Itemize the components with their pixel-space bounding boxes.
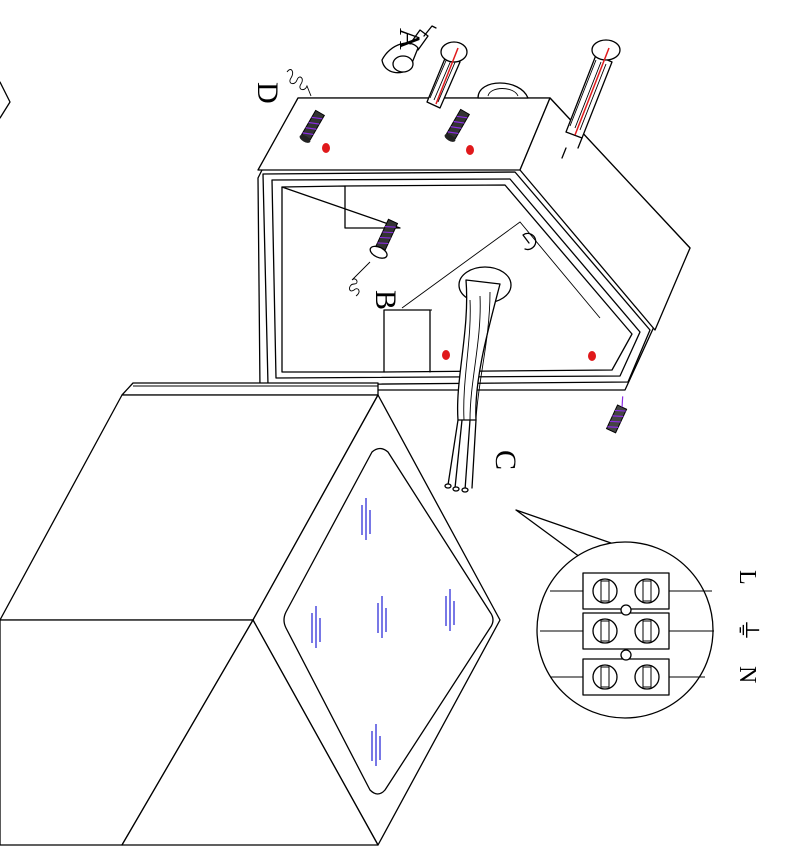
fixing-screw [299,109,326,143]
spring-coil [286,69,312,97]
fixing-screw [444,108,471,142]
spring-coil [349,261,371,297]
neutral-label: N [734,666,760,683]
label-a: A [393,28,426,50]
front-cover [0,382,501,846]
glass-reflection-marks [311,498,455,766]
terminal-block-callout [515,509,714,719]
mains-cable [444,279,501,493]
wall-plug [426,41,468,109]
glass-panel [283,447,494,795]
earth-symbol: ⏚ [734,618,760,642]
terminal-screw [634,664,660,690]
back-box [257,97,691,391]
wall-plug [561,39,621,159]
label-c: C [489,450,522,470]
fixing-hole [442,350,450,360]
terminal-screw [592,578,618,604]
screwdriver [381,25,437,74]
terminal-screw [592,664,618,690]
fixing-hole [466,145,474,155]
fixing-screw [369,218,399,259]
fixing-screw [605,396,628,434]
keyhole-slot [522,232,537,251]
rear-knockout [477,82,529,99]
live-label: L [734,570,760,585]
wall-plugs [426,39,621,159]
fixing-hole [322,143,330,153]
terminal-screw [592,618,618,644]
label-b: B [369,290,402,310]
label-d: D [251,82,284,104]
offscreen-fragment [0,81,11,119]
terminal-screw [634,618,660,644]
fixing-hole [588,351,596,361]
terminal-screw [634,578,660,604]
